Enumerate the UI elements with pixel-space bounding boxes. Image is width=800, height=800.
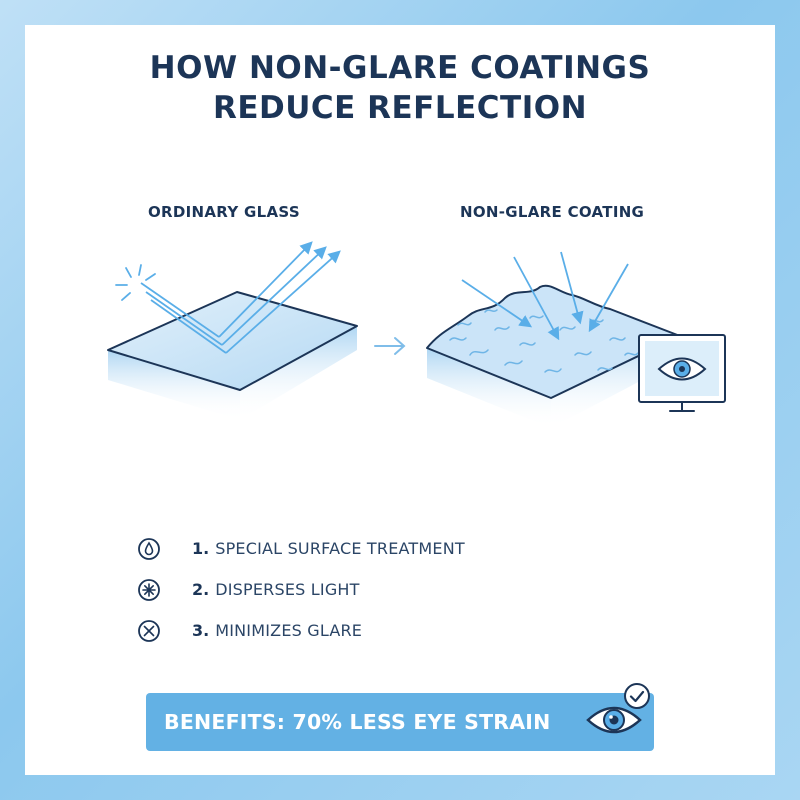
starburst-icon bbox=[138, 578, 160, 601]
page-title: HOW NON-GLARE COATINGS REDUCE REFLECTION bbox=[0, 48, 800, 128]
step-text: MINIMIZES GLARE bbox=[215, 621, 363, 640]
eye-icon bbox=[586, 706, 642, 734]
checkmark-icon bbox=[624, 683, 650, 709]
reflected-light-rays bbox=[218, 241, 341, 354]
transition-arrow-icon bbox=[374, 337, 406, 355]
benefits-banner: BENEFITS: 70% LESS EYE STRAIN bbox=[146, 693, 654, 751]
step-item-3: 3. MINIMIZES GLARE bbox=[137, 610, 465, 651]
title-line-1: HOW NON-GLARE COATINGS bbox=[149, 50, 651, 86]
step-number: 2. bbox=[192, 580, 210, 599]
step-number: 1. bbox=[192, 539, 210, 558]
step-text: SPECIAL SURFACE TREATMENT bbox=[215, 539, 465, 558]
scattered-light-rays bbox=[461, 251, 629, 341]
incoming-light-rays bbox=[140, 282, 227, 354]
step-number: 3. bbox=[192, 621, 210, 640]
light-source-icon bbox=[115, 264, 156, 301]
step-text: DISPERSES LIGHT bbox=[215, 580, 360, 599]
x-circle-icon bbox=[138, 619, 160, 642]
droplet-icon bbox=[138, 537, 160, 560]
step-item-2: 2. DISPERSES LIGHT bbox=[137, 569, 465, 610]
monitor-icon bbox=[638, 334, 726, 412]
steps-list: 1. SPECIAL SURFACE TREATMENT 2. DISPERSE… bbox=[137, 528, 465, 651]
non-glare-coating-label: NON-GLARE COATING bbox=[460, 203, 645, 221]
monitor-eye-icon bbox=[657, 357, 707, 381]
ordinary-glass-plate bbox=[107, 291, 358, 420]
title-line-2: REDUCE REFLECTION bbox=[212, 90, 588, 126]
ordinary-glass-label: ORDINARY GLASS bbox=[148, 203, 300, 221]
benefits-text: BENEFITS: 70% LESS EYE STRAIN bbox=[164, 710, 551, 734]
step-item-1: 1. SPECIAL SURFACE TREATMENT bbox=[137, 528, 465, 569]
